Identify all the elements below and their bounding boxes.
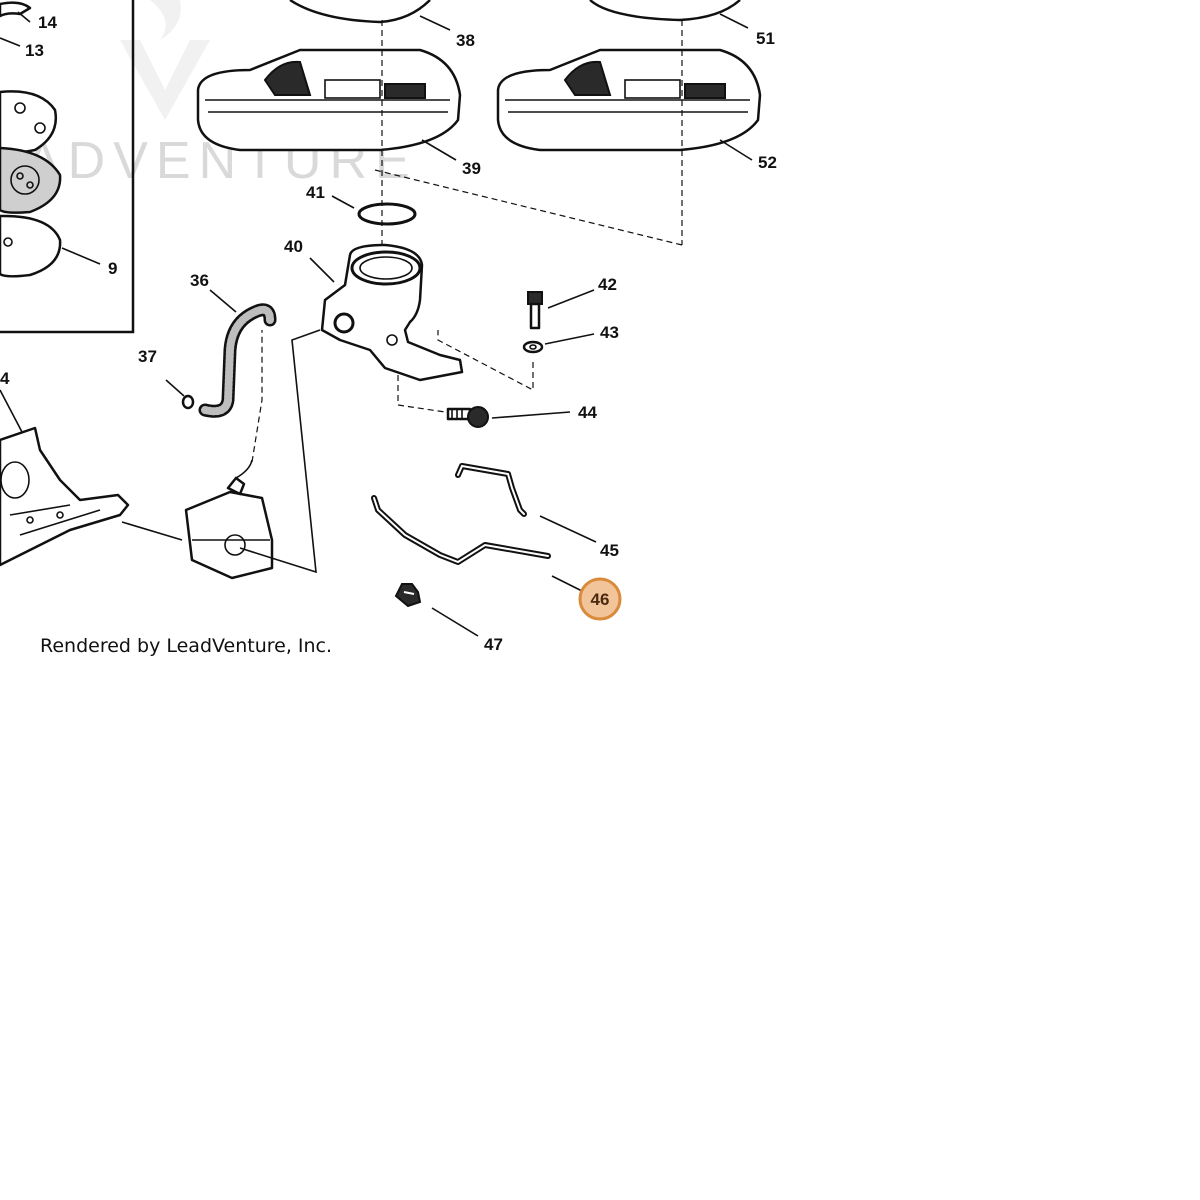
credit-text: Rendered by LeadVenture, Inc. xyxy=(40,635,332,657)
part-label-52[interactable]: 52 xyxy=(758,153,777,172)
part-label-44[interactable]: 44 xyxy=(578,403,597,422)
part-label-39[interactable]: 39 xyxy=(462,159,481,178)
part-label-36[interactable]: 36 xyxy=(190,271,209,290)
carburetor xyxy=(184,459,274,580)
bolt-44 xyxy=(446,406,489,428)
gasket-parts xyxy=(0,1,62,278)
air-filter-cover-51 xyxy=(589,0,741,22)
part-label-47[interactable]: 47 xyxy=(484,635,503,654)
washer-43 xyxy=(522,340,544,354)
air-filter-52 xyxy=(496,48,762,152)
highlight-circle[interactable] xyxy=(578,577,622,621)
watermark-logo xyxy=(120,0,210,120)
intake-adapter-40 xyxy=(320,243,464,382)
screw-42 xyxy=(527,291,543,330)
highlight-marker-46[interactable]: 46 xyxy=(578,577,622,621)
housing-4 xyxy=(0,426,130,567)
fitting-37 xyxy=(181,394,195,410)
part-label-14[interactable]: 14 xyxy=(38,13,57,32)
part-label-40[interactable]: 40 xyxy=(284,237,303,256)
part-label-13[interactable]: 13 xyxy=(25,41,44,60)
inset-box xyxy=(0,0,135,334)
part-label-51[interactable]: 51 xyxy=(756,29,775,48)
rod-46 xyxy=(371,495,551,565)
part-label-45[interactable]: 45 xyxy=(600,541,619,560)
part-label-38[interactable]: 38 xyxy=(456,31,475,50)
part-label-42[interactable]: 42 xyxy=(598,275,617,294)
rod-45 xyxy=(455,463,527,517)
part-label-46[interactable]: 46 xyxy=(591,590,610,609)
clip-47 xyxy=(394,583,422,608)
part-label-37[interactable]: 37 xyxy=(138,347,157,366)
air-filter-39 xyxy=(196,48,462,152)
air-filter-cover-38 xyxy=(289,0,431,24)
part-label-43[interactable]: 43 xyxy=(600,323,619,342)
part-label-9[interactable]: 9 xyxy=(108,259,117,278)
fuel-hose-36 xyxy=(198,303,277,418)
part-label-4[interactable]: 4 xyxy=(0,369,10,388)
o-ring-41 xyxy=(357,202,417,226)
part-label-41[interactable]: 41 xyxy=(306,183,325,202)
